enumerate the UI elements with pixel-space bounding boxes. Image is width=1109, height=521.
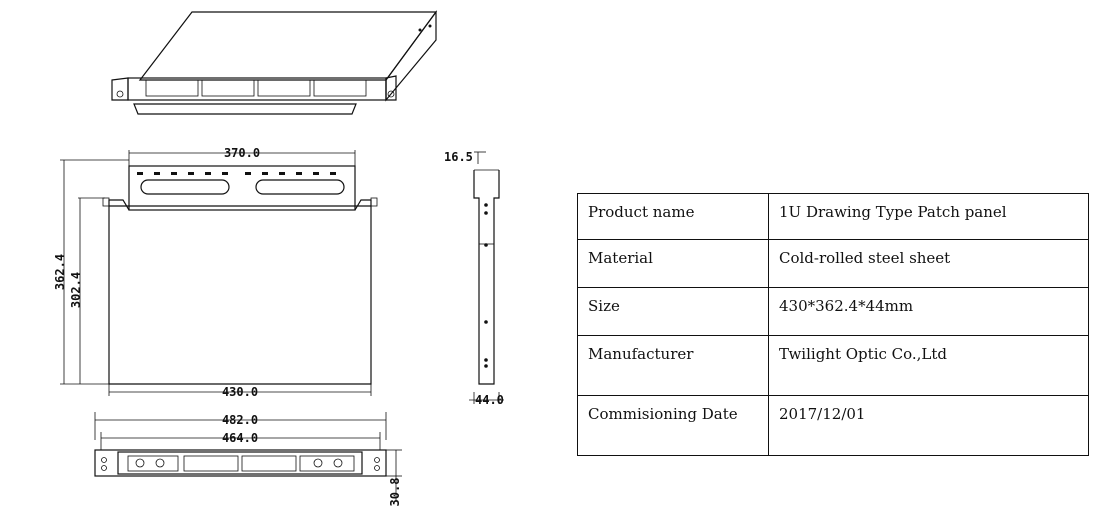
spec-label: Size: [577, 287, 769, 336]
table-row: Size 430*362.4*44mm: [577, 287, 1089, 336]
dim-tray-depth: 302.4: [69, 272, 83, 308]
isometric-view: [111, 10, 438, 115]
spec-label: Commisioning Date: [577, 395, 769, 456]
spec-label: Material: [577, 239, 769, 288]
spec-value: 1U Drawing Type Patch panel: [768, 193, 1089, 240]
table-row: Commisioning Date 2017/12/01: [577, 395, 1089, 456]
dim-front-overall: 482.0: [222, 413, 258, 427]
side-view: 16.5 44.0: [444, 150, 504, 407]
spec-label: Manufacturer: [577, 335, 769, 396]
spec-value: 430*362.4*44mm: [768, 287, 1089, 336]
table-row: Manufacturer Twilight Optic Co.,Ltd: [577, 335, 1089, 396]
dim-bottom-width: 430.0: [222, 385, 258, 399]
spec-value: 2017/12/01: [768, 395, 1089, 456]
spec-label: Product name: [577, 193, 769, 240]
spec-table: Product name 1U Drawing Type Patch panel…: [577, 193, 1089, 456]
dim-side-top: 16.5: [444, 150, 473, 164]
spec-value: Twilight Optic Co.,Ltd: [768, 335, 1089, 396]
dim-front-height: 30.8: [388, 478, 402, 507]
dim-front-inner: 464.0: [222, 431, 258, 445]
top-view: 370.0 362.4 302.4 430.0: [53, 146, 378, 399]
dim-side-height: 44.0: [475, 393, 504, 407]
vent-slots: [137, 172, 336, 175]
front-view: 482.0 464.0 30.8: [94, 412, 402, 507]
dim-overall-depth: 362.4: [53, 254, 67, 290]
table-row: Material Cold-rolled steel sheet: [577, 239, 1089, 288]
table-row: Product name 1U Drawing Type Patch panel: [577, 193, 1089, 240]
dim-top-width: 370.0: [224, 146, 260, 160]
spec-value: Cold-rolled steel sheet: [768, 239, 1089, 288]
